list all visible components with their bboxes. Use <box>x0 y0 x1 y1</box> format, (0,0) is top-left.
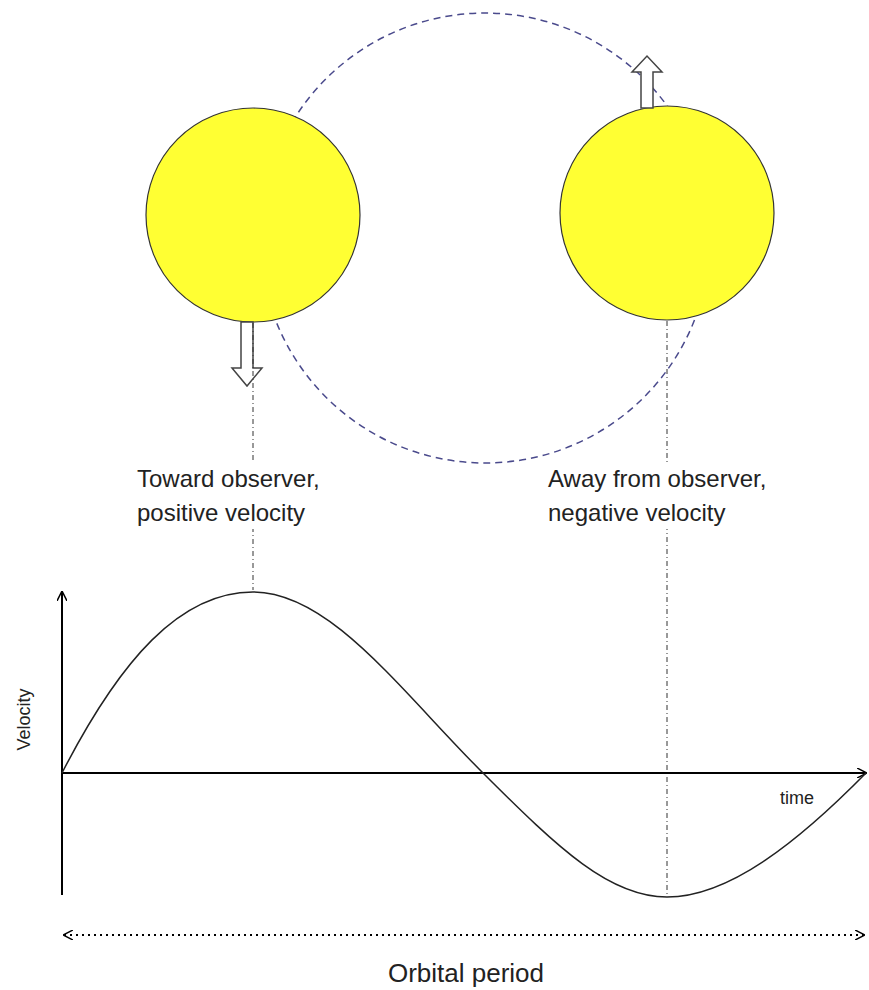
motion-arrow-up <box>632 56 662 108</box>
period-label: Orbital period <box>388 955 544 990</box>
position-note: Toward observer, positive velocity <box>135 462 354 529</box>
period-arrow <box>64 934 864 936</box>
star-left <box>146 108 360 322</box>
velocity-curve <box>62 592 866 897</box>
y-axis <box>61 592 63 895</box>
motion-arrow-down <box>232 322 262 386</box>
x-axis <box>62 772 866 774</box>
star-right <box>560 106 774 320</box>
position-note: Away from observer, negative velocity <box>546 462 800 529</box>
projection-line <box>667 321 668 895</box>
axis-label: time <box>780 786 814 811</box>
axis-label: Velocity <box>12 689 37 751</box>
projection-line <box>253 323 254 590</box>
